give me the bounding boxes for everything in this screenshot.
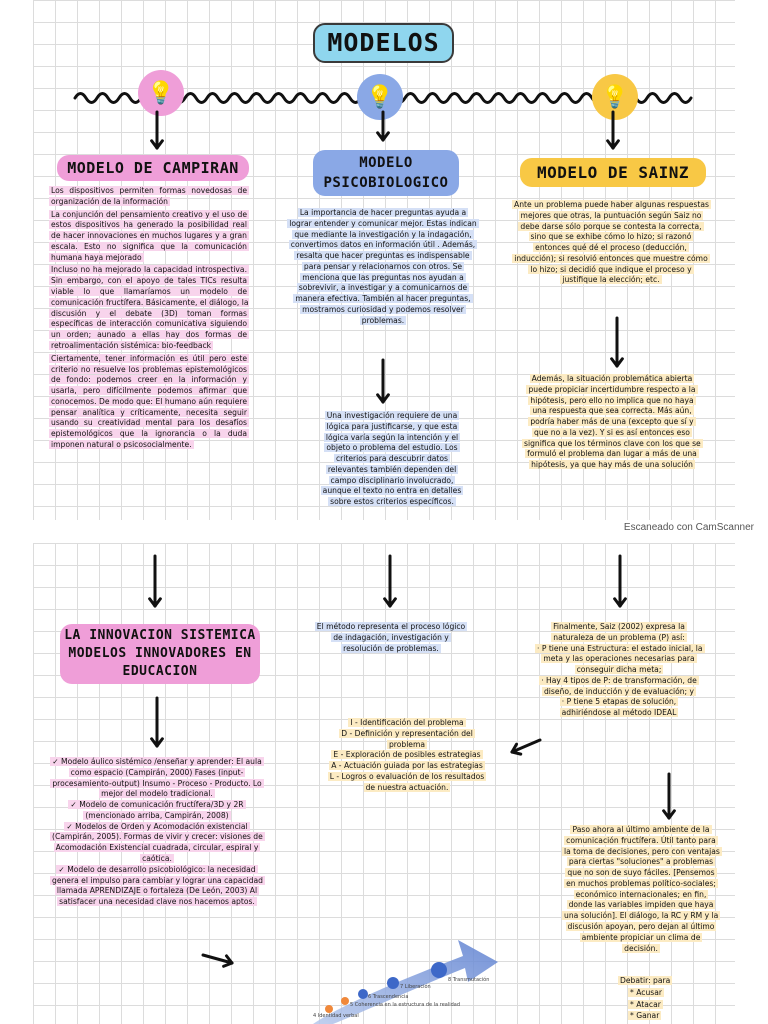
stage-label: 7 Liberación (400, 983, 431, 990)
list-item: ✓ Modelo de desarrollo psicobiológico: l… (50, 864, 266, 907)
arrow-ribbon (313, 940, 498, 1024)
stage-dot (358, 989, 368, 999)
sainz-paragraph-3: Finalmente, Saiz (2002) expresa la natur… (535, 622, 705, 719)
sainz-paragraph-4: Paso ahora al último ambiente de la comu… (562, 825, 722, 954)
list-item: ✓ Modelo de comunicación fructífera/3D y… (68, 800, 246, 820)
heading-innovacion-sistemica: LA INNOVACION SISTEMICA MODELOS INNOVADO… (60, 624, 260, 684)
investigation-text: Una investigación requiere de una lógica… (320, 411, 464, 507)
heading-modelo-sainz: MODELO DE SAINZ (520, 158, 706, 187)
psicobiologico-text: La importancia de hacer preguntas ayuda … (287, 208, 479, 325)
light-bulb-icon: 💡 (592, 74, 638, 120)
scan-watermark: Escaneado con CamScanner (623, 522, 754, 533)
stage-dot (325, 1005, 333, 1013)
down-arrow-icon (376, 110, 390, 142)
page-title: MODELOS (313, 23, 454, 63)
down-arrow-icon (201, 953, 234, 968)
stage-dot (341, 997, 349, 1005)
ideal-method-list: I - Identificación del problema D - Defi… (323, 718, 491, 793)
stage-dot (431, 962, 447, 978)
debate-label: Debatir: para (618, 976, 673, 985)
down-arrow-icon (148, 554, 162, 608)
method-paragraph: El método representa el proceso lógico d… (313, 622, 469, 654)
down-arrow-icon (383, 554, 397, 608)
sainz-paragraph-1: Ante un problema puede haber algunas res… (512, 200, 711, 286)
sainz-intro: Finalmente, Saiz (2002) expresa la natur… (551, 622, 687, 642)
light-bulb-icon: 💡 (357, 74, 403, 120)
down-arrow-icon (376, 358, 390, 404)
stage-dot (387, 977, 399, 989)
down-arrow-icon (662, 772, 676, 820)
debate-list: Debatir: para * Acusar * Atacar * Ganar (618, 975, 698, 1022)
sainz-text: Ante un problema puede haber algunas res… (512, 200, 711, 285)
ideal-step: I - Identificación del problema (348, 718, 466, 727)
down-arrow-icon (613, 554, 627, 608)
ideal-step: E - Exploración de posibles estrategias (331, 750, 483, 760)
stage-label: 5 Coherencia en la estructura de la real… (350, 1002, 460, 1008)
campiran-paragraph: La conjunción del pensamiento creativo y… (49, 209, 249, 262)
investigation-paragraph: Una investigación requiere de una lógica… (317, 411, 467, 508)
method-text: El método representa el proceso lógico d… (314, 622, 468, 653)
down-arrow-icon (150, 110, 164, 150)
list-item: · P tiene una Estructura: el estado inic… (535, 643, 705, 675)
down-arrow-icon (610, 316, 624, 368)
campiran-notes: Los dispositivos permiten formas novedos… (49, 186, 249, 520)
list-item: * Atacar (628, 999, 663, 1009)
campiran-paragraph: Ciertamente, tener información es útil p… (49, 353, 249, 449)
heading-modelo-psicobiologico: MODELO PSICOBIOLOGICO (313, 150, 459, 196)
staircase-graphic: 8 Transmutación 7 Liberación 6 Trascende… (313, 940, 498, 1024)
down-arrow-icon (510, 738, 542, 756)
ideal-step: D - Definición y representación del prob… (339, 728, 475, 749)
innovative-models-list: ✓ Modelo áulico sistémico /enseñar y apr… (50, 757, 266, 908)
sainz-paragraph-2: Además, la situación problemática abiert… (522, 374, 703, 471)
sainz-text: Además, la situación problemática abiert… (522, 374, 703, 470)
list-item: · Hay 4 tipos de P: de transformación, d… (539, 675, 699, 696)
list-item: ✓ Modelos de Orden y Acomodación existen… (50, 821, 265, 864)
list-item: · P tiene 5 etapas de solución, adhirién… (559, 697, 679, 718)
light-bulb-icon: 💡 (138, 70, 184, 116)
list-item: * Ganar (628, 1011, 662, 1021)
sainz-text: Paso ahora al último ambiente de la comu… (562, 825, 722, 953)
stage-label: 4 Identidad verbal (313, 1013, 359, 1019)
ideal-step: A - Actuación guiada por las estrategias (329, 761, 485, 771)
list-item: ✓ Modelo áulico sistémico /enseñar y apr… (50, 757, 264, 799)
down-arrow-icon (606, 110, 620, 150)
down-arrow-icon (150, 696, 164, 748)
campiran-paragraph: Incluso no ha mejorado la capacidad intr… (49, 265, 249, 350)
stage-label: 6 Trascendencia (368, 994, 408, 1000)
stage-label: 8 Transmutación (448, 976, 489, 983)
ideal-step: L - Logros o evaluación de los resultado… (327, 771, 487, 792)
campiran-paragraph: Los dispositivos permiten formas novedos… (49, 186, 249, 206)
psicobiologico-paragraph: La importancia de hacer preguntas ayuda … (287, 208, 479, 327)
list-item: * Acusar (628, 987, 664, 997)
heading-modelo-campiran: MODELO DE CAMPIRAN (57, 155, 249, 181)
